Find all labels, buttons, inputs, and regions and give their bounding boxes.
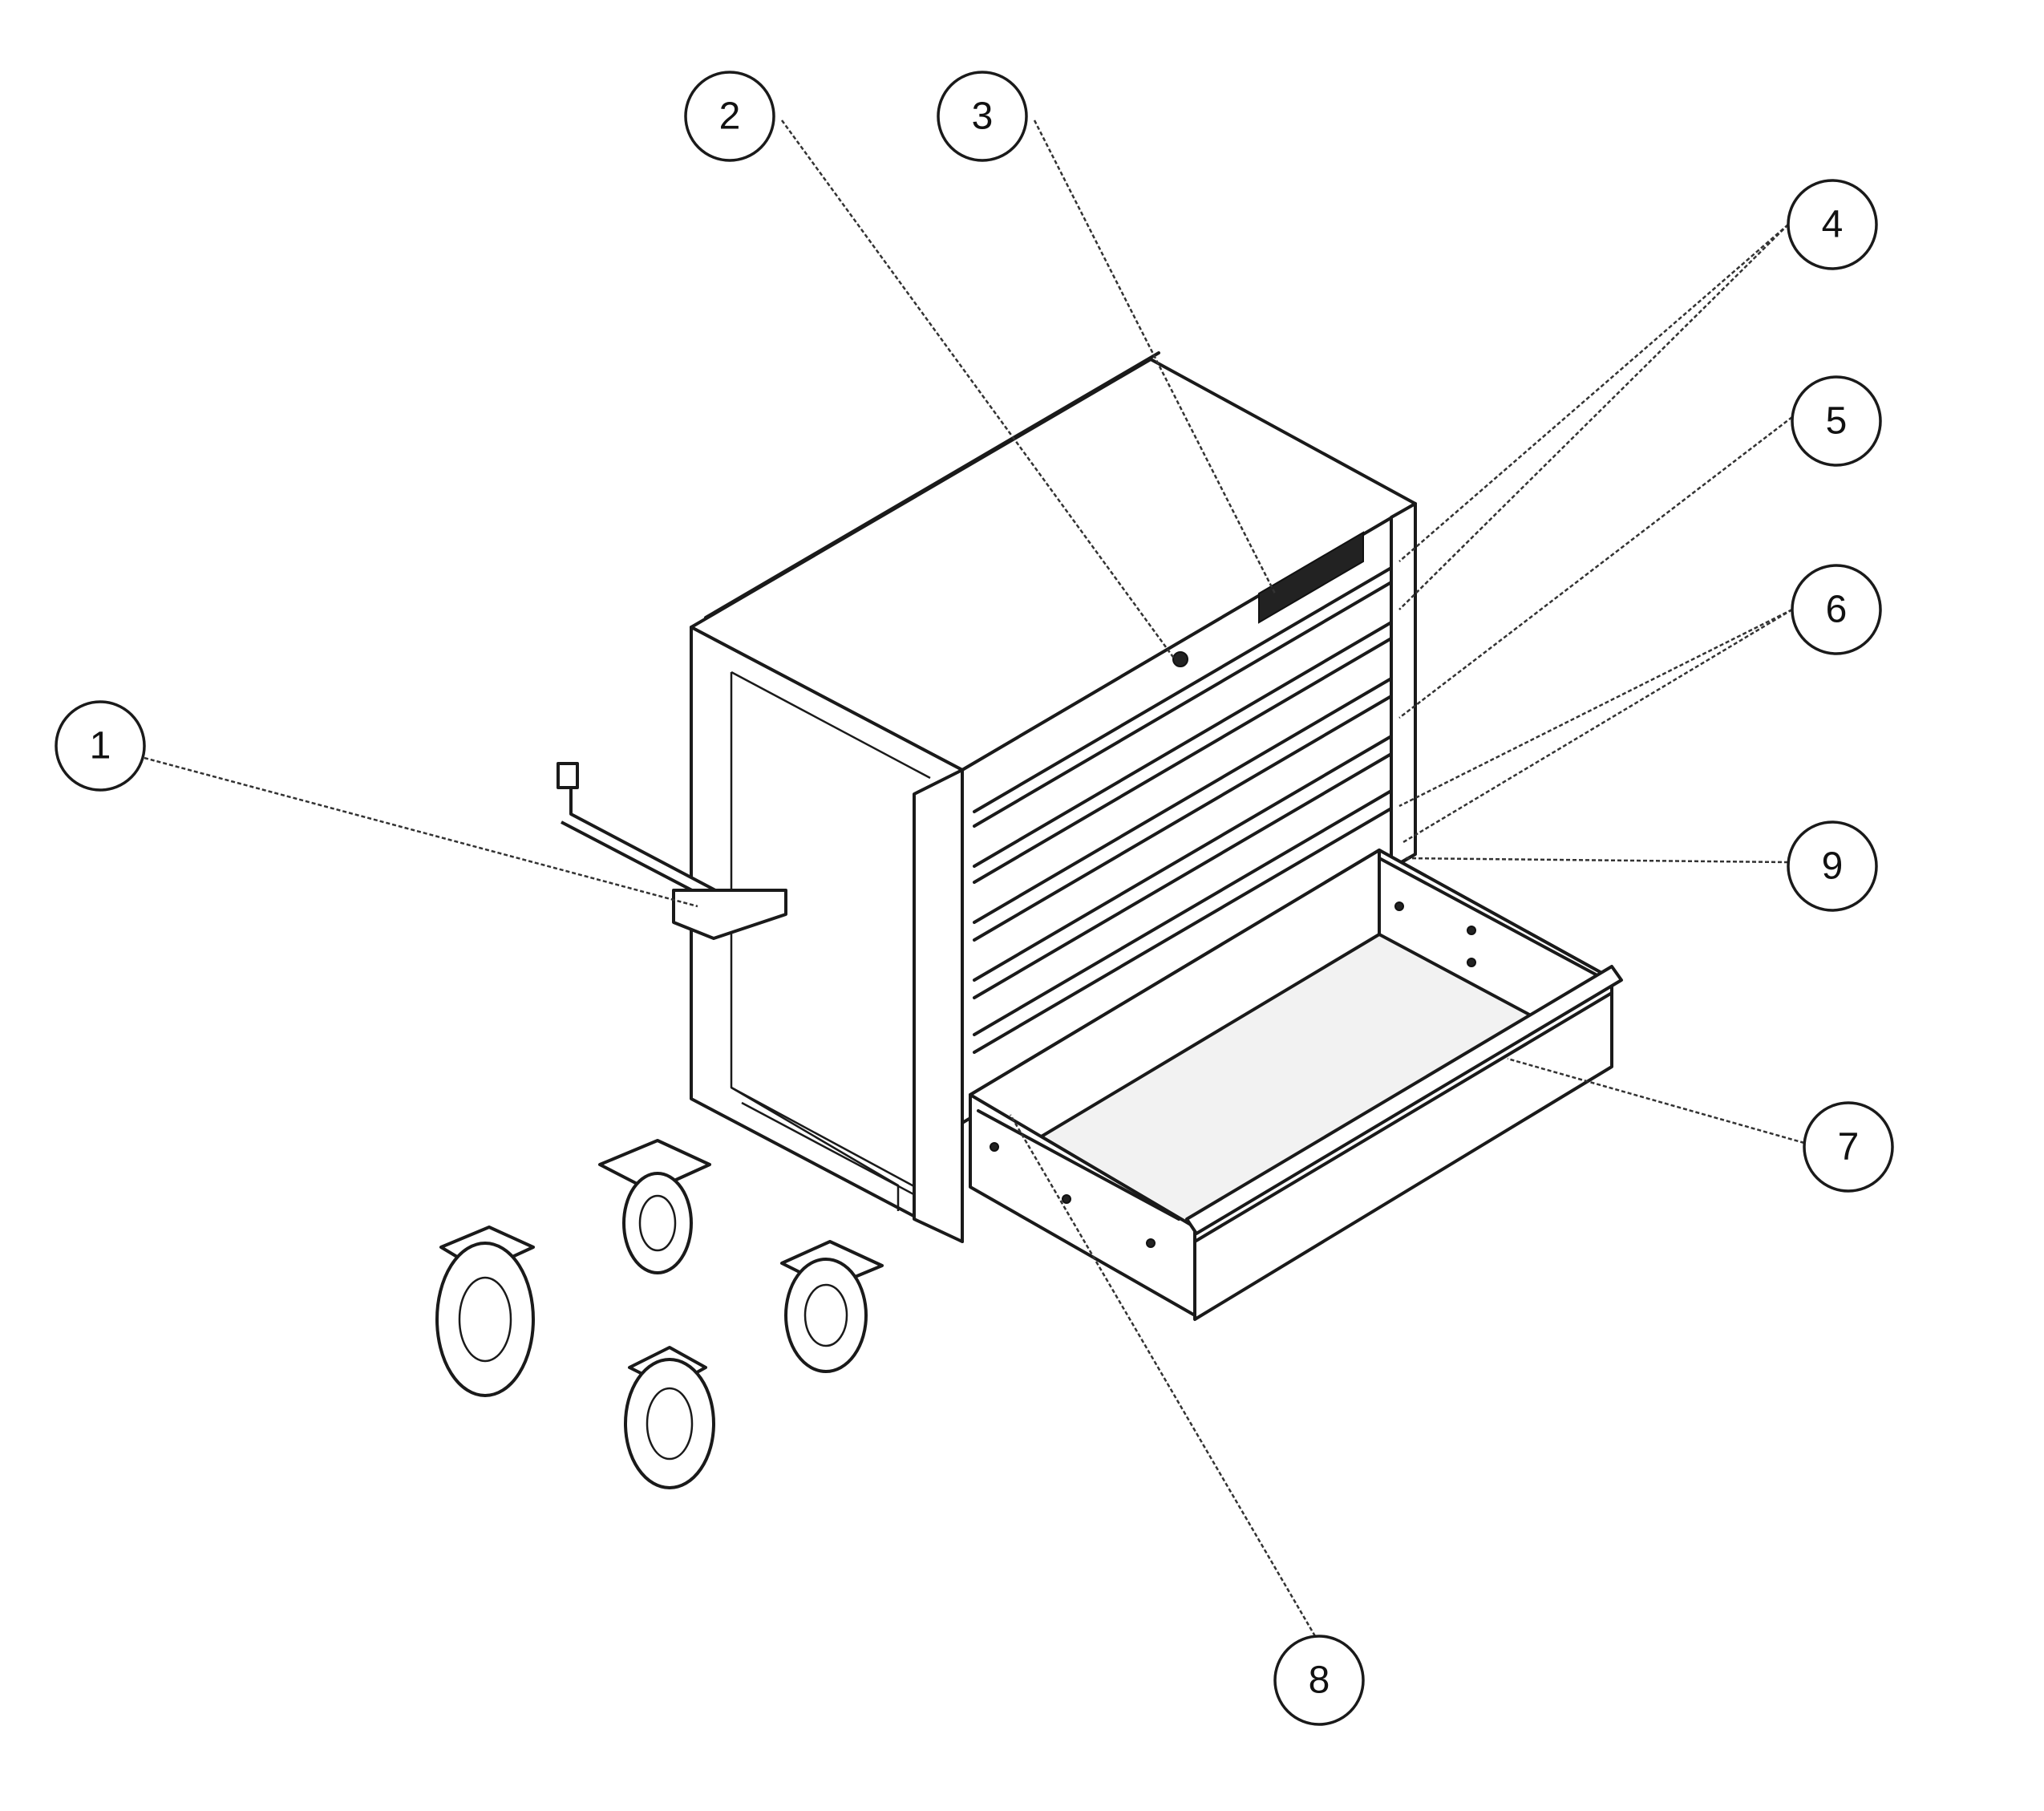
callout-2-label: 2 xyxy=(719,95,741,138)
callout-8-label: 8 xyxy=(1309,1659,1330,1702)
callout-8: 8 xyxy=(1273,1635,1365,1726)
callout-4-label: 4 xyxy=(1822,204,1844,246)
callout-9: 9 xyxy=(1787,820,1878,912)
lock-icon xyxy=(1172,651,1188,667)
caster-back-left xyxy=(598,1139,711,1274)
callout-2: 2 xyxy=(684,71,775,162)
callout-1-label: 1 xyxy=(90,725,111,768)
closed-drawers xyxy=(973,531,1393,1054)
callout-5-label: 5 xyxy=(1826,400,1848,443)
callout-7: 7 xyxy=(1803,1101,1894,1193)
drawer-label-plate xyxy=(1258,531,1364,624)
callout-7-label: 7 xyxy=(1838,1126,1860,1169)
front-corner-post xyxy=(913,768,964,1243)
caster-front-right xyxy=(780,1240,884,1373)
callout-9-label: 9 xyxy=(1822,845,1844,888)
callout-1: 1 xyxy=(55,700,146,792)
callout-6: 6 xyxy=(1791,564,1882,655)
callout-4: 4 xyxy=(1787,179,1878,270)
right-corner-post xyxy=(1390,502,1417,869)
caster-front-center xyxy=(624,1346,715,1489)
callout-3-label: 3 xyxy=(972,95,994,138)
callout-3: 3 xyxy=(937,71,1028,162)
callout-5: 5 xyxy=(1791,375,1882,467)
drawer-handle xyxy=(1185,965,1623,1235)
open-drawer xyxy=(969,849,1623,1321)
callout-6-label: 6 xyxy=(1826,589,1848,631)
caster-front-left xyxy=(435,1226,535,1397)
leader-lines xyxy=(144,120,1805,1637)
side-handle xyxy=(557,762,787,940)
